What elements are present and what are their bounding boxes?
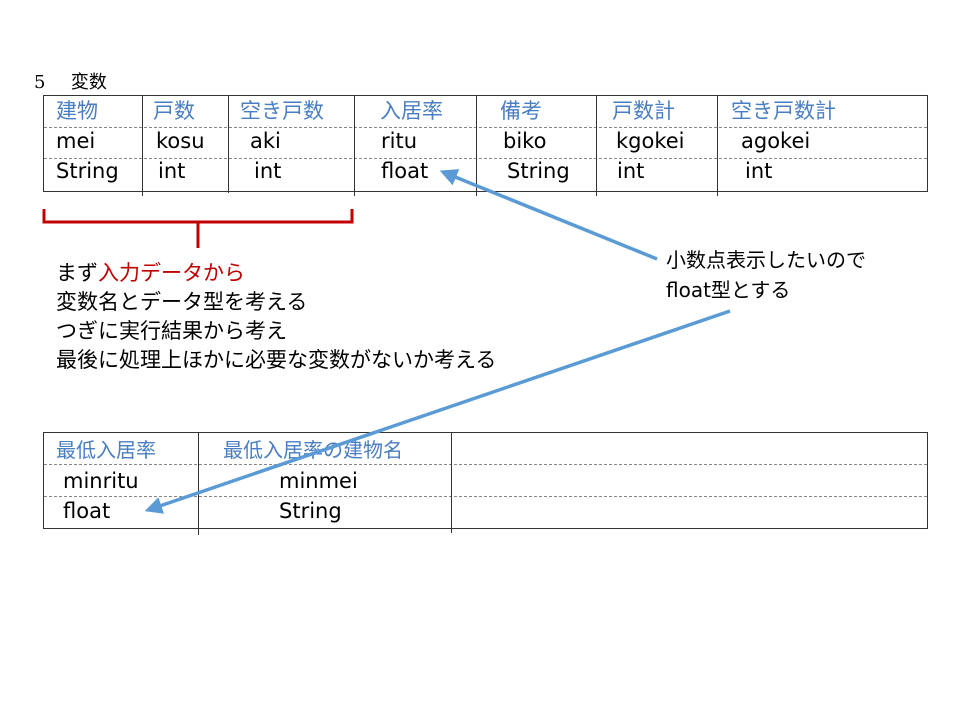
table-column-divider <box>198 433 199 535</box>
name-cell: minmei <box>279 469 358 493</box>
callout-line-1: 小数点表示したいので <box>666 248 866 272</box>
header-cell: 空き戸数 <box>240 99 324 123</box>
header-cell: 建物 <box>56 99 98 123</box>
name-cell: agokei <box>741 129 811 153</box>
input-group-brace <box>42 209 354 248</box>
name-cell: kgokei <box>616 129 685 153</box>
section-title: 5 変数 <box>34 68 107 94</box>
table-column-divider <box>142 96 143 196</box>
name-cell: mei <box>56 129 96 153</box>
type-cell: int <box>745 159 773 183</box>
type-cell: String <box>56 159 119 183</box>
name-cell: aki <box>250 129 281 153</box>
type-cell: String <box>507 159 570 183</box>
type-cell: int <box>617 159 645 183</box>
note-line-4: 最後に処理上ほかに必要な変数がないか考える <box>56 348 497 372</box>
extra-variable-table-frame <box>43 432 928 529</box>
type-cell: int <box>254 159 282 183</box>
note-highlight: 入力データから <box>98 261 245 285</box>
type-cell: int <box>158 159 186 183</box>
name-cell: ritu <box>381 129 418 153</box>
name-cell: minritu <box>63 469 139 493</box>
callout-line-2: float型とする <box>666 278 791 302</box>
header-cell: 備考 <box>500 99 542 123</box>
type-cell: String <box>279 499 342 523</box>
header-cell: 戸数 <box>153 99 195 123</box>
name-cell: biko <box>503 129 547 153</box>
table-row-divider <box>44 464 927 465</box>
table-row-divider <box>44 496 927 497</box>
table-column-divider <box>476 96 477 196</box>
table-column-divider <box>451 433 452 533</box>
type-cell: float <box>63 499 111 523</box>
note-line-2: 変数名とデータ型を考える <box>56 290 308 314</box>
table-row-divider <box>44 127 927 128</box>
note-line-1: まず入力データから <box>56 259 245 287</box>
note-line-3: つぎに実行結果から考え <box>56 319 287 343</box>
table-column-divider <box>354 96 355 196</box>
table-column-divider <box>596 96 597 196</box>
header-cell: 空き戸数計 <box>731 99 836 123</box>
type-cell: float <box>381 159 429 183</box>
section-number: 5 <box>34 72 46 93</box>
header-cell: 最低入居率の建物名 <box>223 438 403 462</box>
header-cell: 戸数計 <box>612 99 675 123</box>
note-prefix: まず <box>56 261 98 285</box>
table-column-divider <box>228 96 229 193</box>
table-row-divider <box>44 158 927 159</box>
table-column-divider <box>717 96 718 196</box>
header-cell: 最低入居率 <box>56 438 156 462</box>
name-cell: kosu <box>156 129 205 153</box>
section-label: 変数 <box>70 72 107 93</box>
header-cell: 入居率 <box>380 99 443 123</box>
